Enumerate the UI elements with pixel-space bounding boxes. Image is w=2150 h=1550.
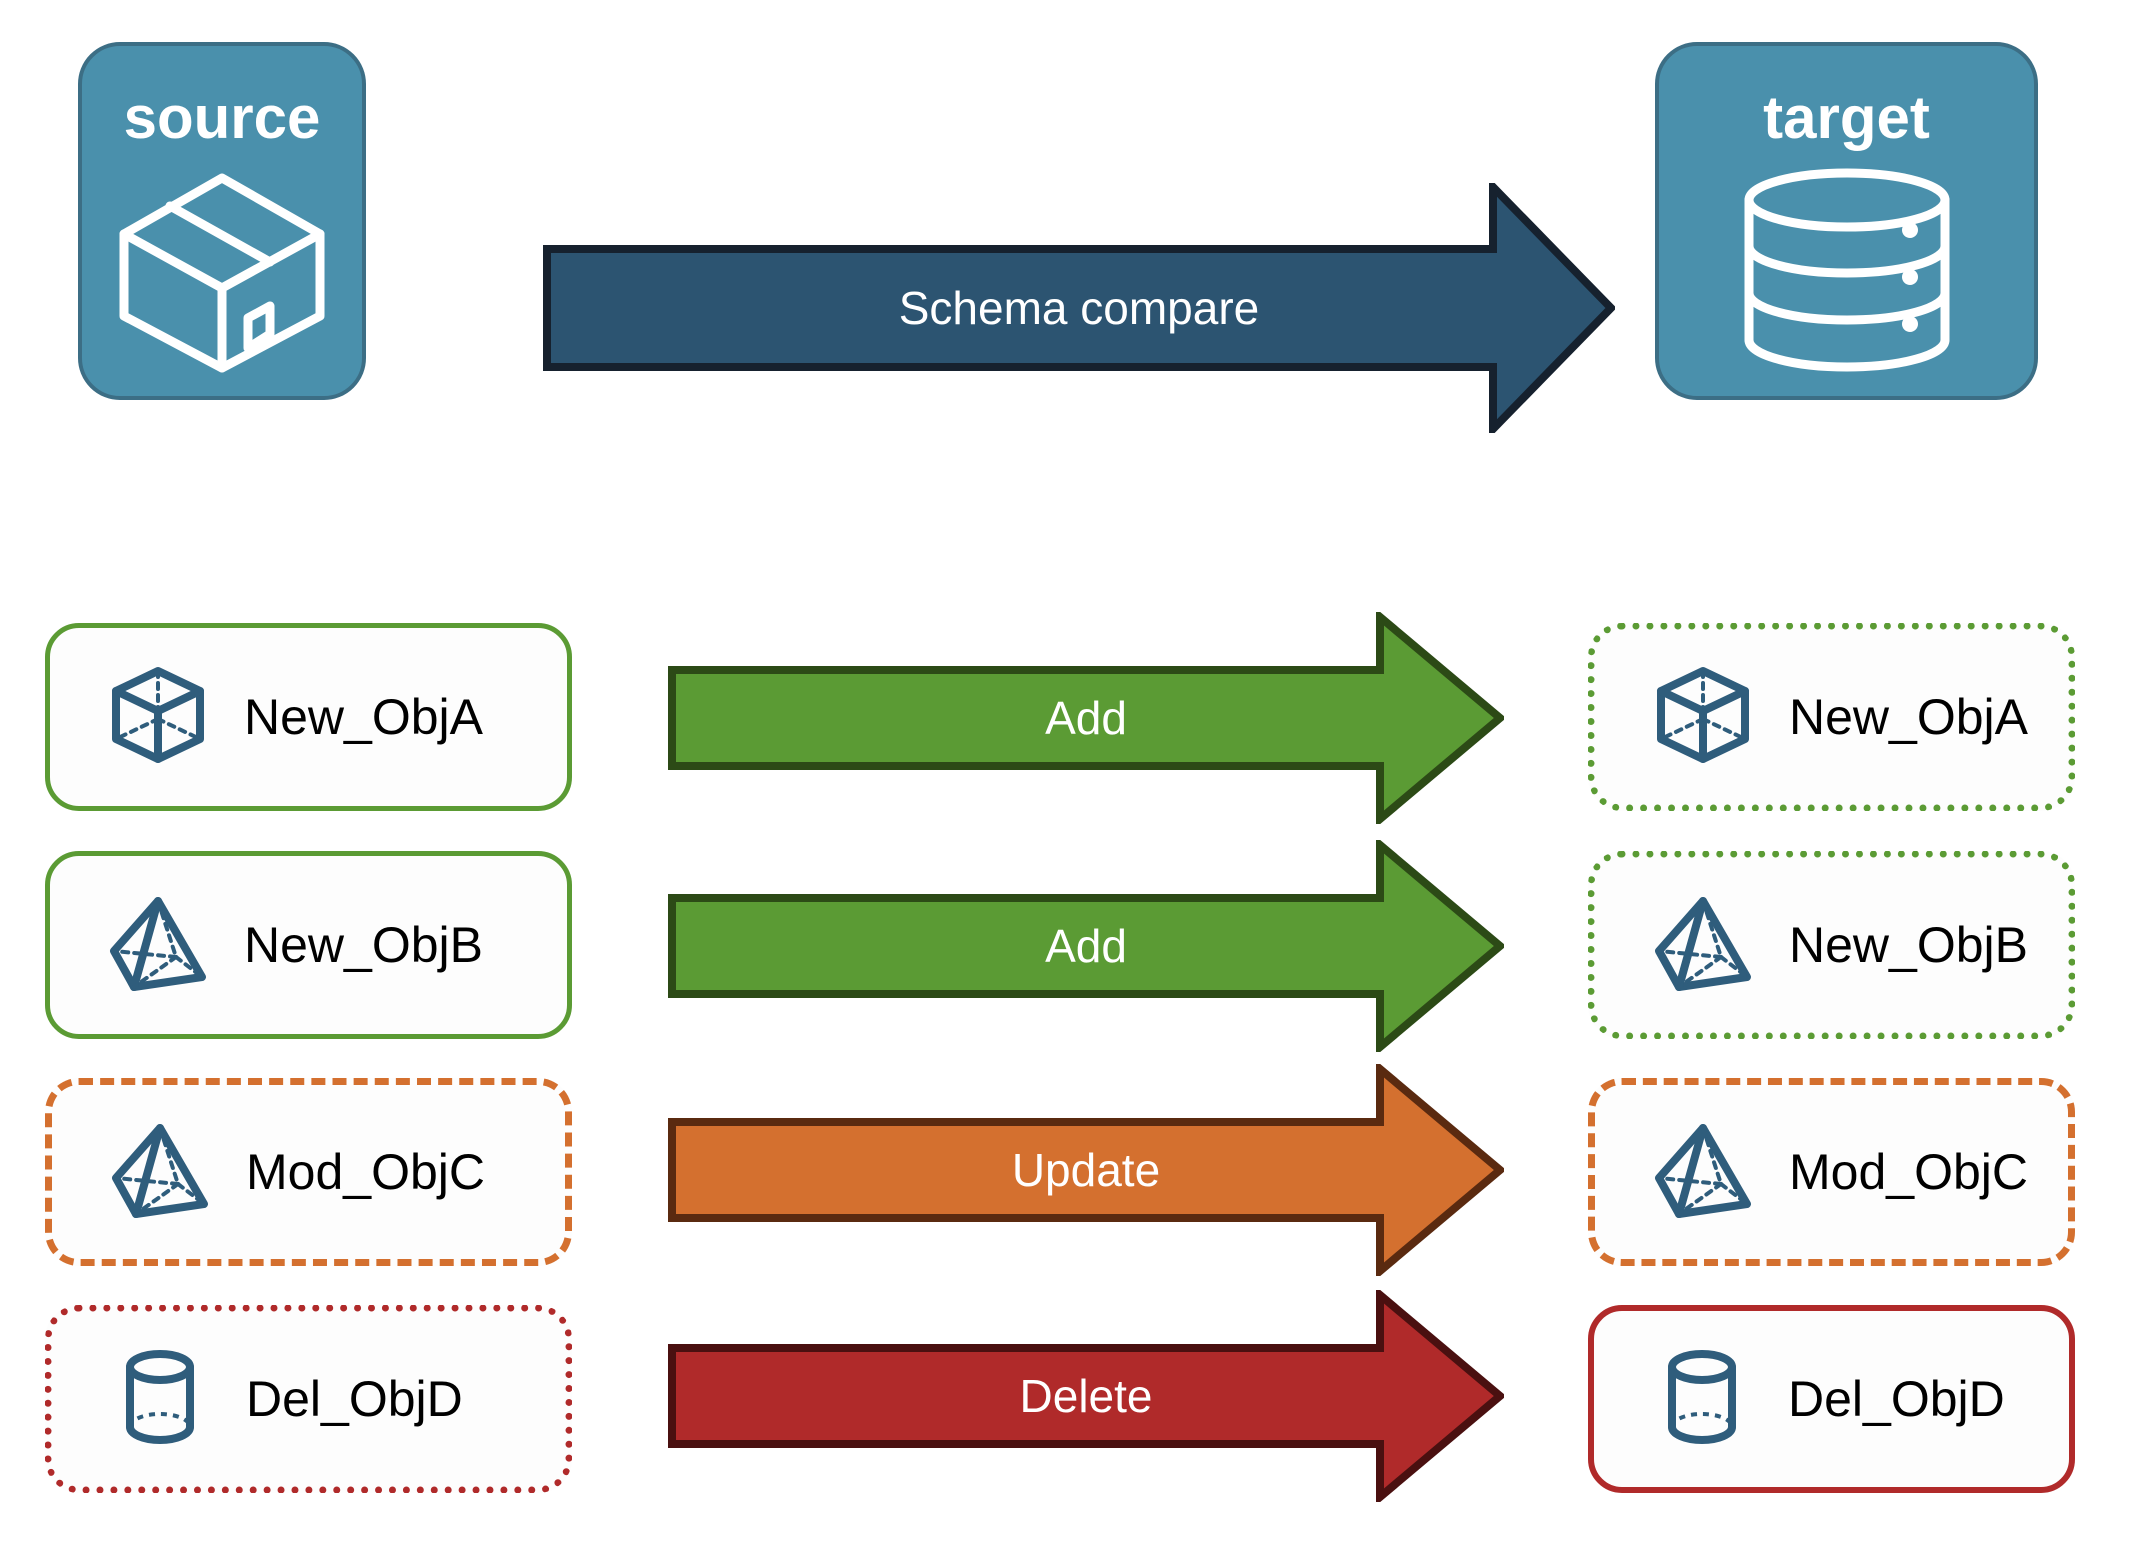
add-action-arrow-1[interactable] bbox=[668, 608, 1507, 828]
wireframe-pyramid-icon bbox=[108, 1118, 212, 1227]
target-object-card-3[interactable]: Mod_ObjC bbox=[1588, 1078, 2075, 1266]
target-object-label-1: New_ObjA bbox=[1789, 689, 2028, 745]
wireframe-pyramid-icon bbox=[1651, 1118, 1755, 1227]
source-object-card-4[interactable]: Del_ObjD bbox=[45, 1305, 572, 1493]
source-object-label-4: Del_ObjD bbox=[246, 1371, 463, 1427]
package-box-icon bbox=[112, 166, 332, 381]
wireframe-pyramid-icon bbox=[1651, 891, 1755, 1000]
wireframe-cylinder-icon bbox=[108, 1345, 212, 1454]
source-object-card-3[interactable]: Mod_ObjC bbox=[45, 1078, 572, 1266]
update-action-arrow[interactable] bbox=[668, 1060, 1507, 1280]
source-object-label-3: Mod_ObjC bbox=[246, 1144, 485, 1200]
target-object-card-2[interactable]: New_ObjB bbox=[1588, 851, 2075, 1039]
target-object-card-4[interactable]: Del_ObjD bbox=[1588, 1305, 2075, 1493]
schema-compare-arrow[interactable] bbox=[543, 177, 1617, 439]
wireframe-cylinder-icon bbox=[1650, 1345, 1754, 1454]
source-endpoint-card[interactable]: source bbox=[78, 42, 366, 400]
database-cylinder-icon bbox=[1732, 166, 1962, 379]
target-object-label-2: New_ObjB bbox=[1789, 917, 2028, 973]
target-object-label-3: Mod_ObjC bbox=[1789, 1144, 2028, 1200]
source-object-label-2: New_ObjB bbox=[244, 917, 483, 973]
wireframe-pyramid-icon bbox=[106, 891, 210, 1000]
target-object-label-4: Del_ObjD bbox=[1788, 1371, 2005, 1427]
source-object-card-1[interactable]: New_ObjA bbox=[45, 623, 572, 811]
source-object-label-1: New_ObjA bbox=[244, 689, 483, 745]
delete-action-arrow[interactable] bbox=[668, 1286, 1507, 1506]
source-title: source bbox=[123, 84, 321, 151]
wireframe-cube-icon bbox=[106, 663, 210, 772]
wireframe-cube-icon bbox=[1651, 663, 1755, 772]
target-object-card-1[interactable]: New_ObjA bbox=[1588, 623, 2075, 811]
source-object-card-2[interactable]: New_ObjB bbox=[45, 851, 572, 1039]
add-action-arrow-2[interactable] bbox=[668, 836, 1507, 1056]
target-title: target bbox=[1763, 84, 1930, 151]
target-endpoint-card[interactable]: target bbox=[1655, 42, 2038, 400]
